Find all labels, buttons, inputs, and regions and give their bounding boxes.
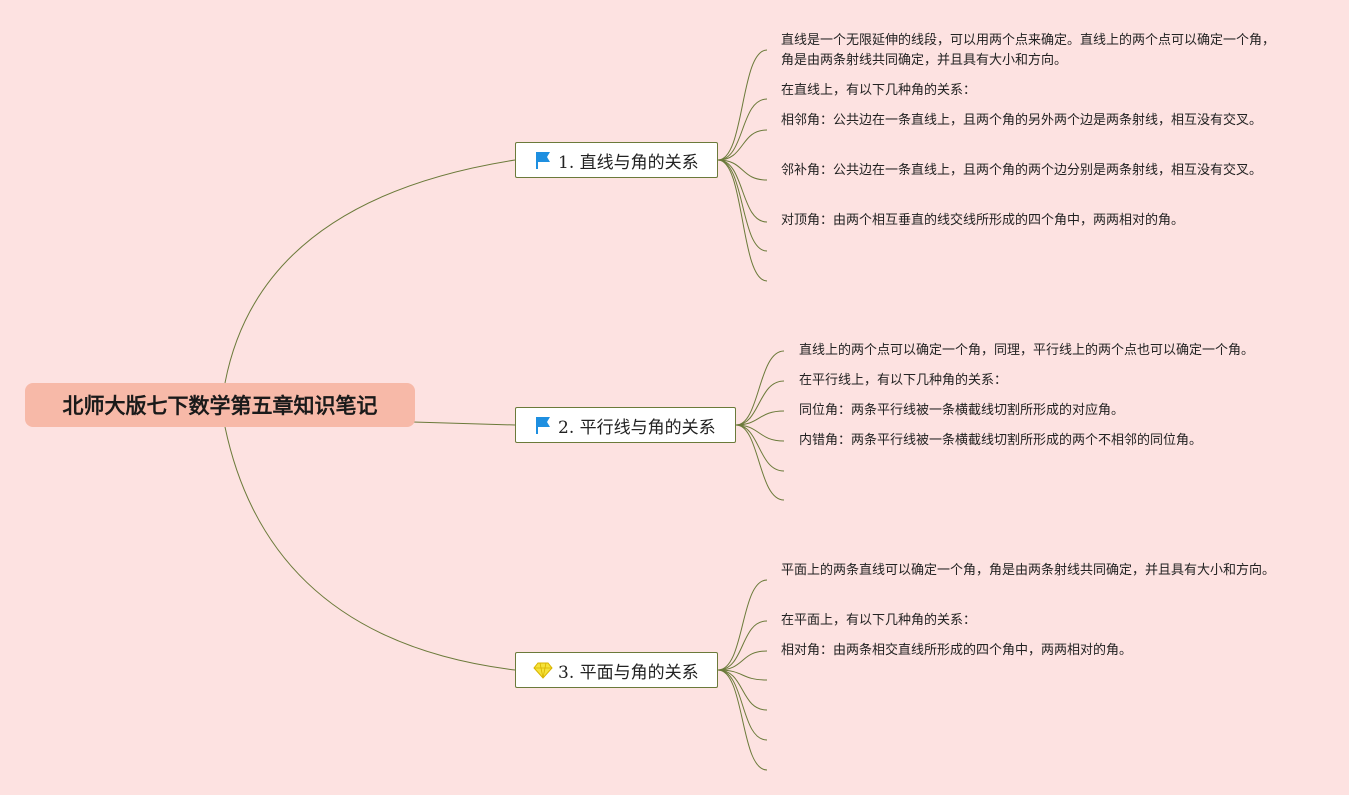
connector-leaf (735, 350, 785, 426)
topic-3-label: 3. 平面与角的关系 (558, 662, 699, 683)
connector-leaf (717, 49, 768, 161)
connector-leaf (735, 380, 785, 426)
topic-2-label: 2. 平行线与角的关系 (558, 417, 716, 438)
topic-3-note-2: 在平面上，有以下几种角的关系： (781, 613, 977, 628)
topic-2-note-4: 内错角：两条平行线被一条横截线切割所形成的两个不相邻的同位角。 (799, 433, 1203, 448)
connector-leaf (717, 579, 768, 671)
topic-2-note-3: 同位角：两条平行线被一条横截线切割所形成的对应角。 (799, 403, 1125, 418)
connector-leaf (717, 650, 768, 671)
connector-leaf (717, 669, 768, 771)
connector-topic-3 (224, 426, 516, 671)
root-topic[interactable]: 北师大版七下数学第五章知识笔记 (25, 383, 415, 427)
connector-leaf (717, 669, 768, 741)
topic-2-note-1: 直线上的两个点可以确定一个角，同理，平行线上的两个点也可以确定一个角。 (799, 343, 1255, 358)
connector-leaf (717, 669, 768, 681)
diamond-icon (532, 659, 554, 681)
connector-leaf (735, 424, 785, 501)
topic-1[interactable]: 1. 直线与角的关系 (515, 142, 718, 178)
connector-leaf (717, 159, 768, 223)
connector-leaf (717, 620, 768, 671)
topic-1-note-4: 邻补角：公共边在一条直线上，且两个角的两个边分别是两条射线，相互没有交叉。 (781, 163, 1263, 178)
connector-leaf (735, 424, 785, 472)
connector-leaf (735, 410, 785, 426)
connector-leaf (735, 424, 785, 442)
topic-1-note-2: 在直线上，有以下几种角的关系： (781, 83, 977, 98)
connector-leaf (717, 669, 768, 711)
topic-2-note-2: 在平行线上，有以下几种角的关系： (799, 373, 1008, 388)
topic-1-note-3: 相邻角：公共边在一条直线上，且两个角的另外两个边是两条射线，相互没有交叉。 (781, 113, 1263, 128)
connector-leaf (717, 159, 768, 282)
connector-leaf (717, 129, 768, 161)
connector-leaf (717, 159, 768, 252)
topic-3-note-1: 平面上的两条直线可以确定一个角，角是由两条射线共同确定，并且具有大小和方向。 (781, 563, 1276, 578)
root-title: 北师大版七下数学第五章知识笔记 (62, 394, 378, 418)
topic-1-note-1: 直线是一个无限延伸的线段，可以用两个点来确定。直线上的两个点可以确定一个角，角是… (781, 33, 1276, 68)
topic-1-note-5: 对顶角：由两个相互垂直的线交线所形成的四个角中，两两相对的角。 (781, 213, 1185, 228)
connector-leaf (717, 159, 768, 181)
connector-leaf (717, 98, 768, 161)
topic-3-note-3: 相对角：由两条相交直线所形成的四个角中，两两相对的角。 (781, 643, 1133, 658)
topic-3[interactable]: 3. 平面与角的关系 (515, 652, 718, 688)
flag-icon (532, 414, 554, 436)
topic-1-label: 1. 直线与角的关系 (558, 152, 699, 173)
topic-2[interactable]: 2. 平行线与角的关系 (515, 407, 736, 443)
flag-icon (532, 149, 554, 171)
connector-topic-2 (412, 421, 516, 426)
connector-topic-1 (224, 159, 516, 384)
